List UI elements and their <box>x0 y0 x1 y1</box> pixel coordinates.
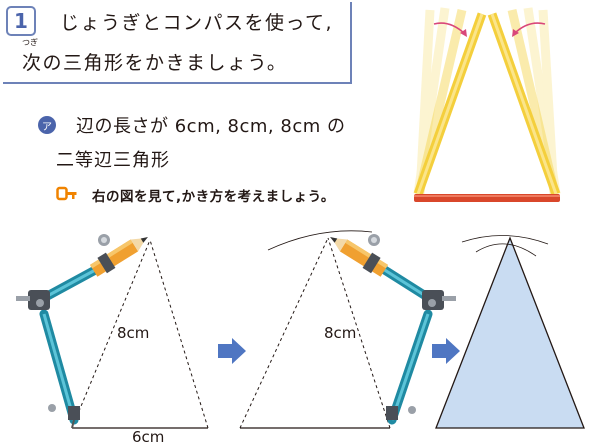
compass-right <box>330 234 456 425</box>
problem-number-badge: 1 <box>6 6 36 36</box>
ruby-reading: つぎ <box>22 38 38 47</box>
figure-step-2 <box>239 230 456 429</box>
side-length-label: 8cm <box>117 324 150 342</box>
side-length-label: 8cm <box>324 324 357 342</box>
figure-step-3 <box>435 235 585 429</box>
sticks-illustration <box>413 7 561 202</box>
problem-title-line1: じょうぎとコンパスを使って, <box>60 12 334 34</box>
sub-problem-badge: ア <box>38 116 56 134</box>
figure-step-1 <box>16 234 209 429</box>
problem-frame <box>3 2 352 84</box>
key-icon <box>56 186 77 201</box>
sub-problem-line1: 辺の長さが 6cm, 8cm, 8cm の <box>76 116 346 137</box>
isosceles-triangle <box>435 236 585 429</box>
compass-left <box>16 234 148 429</box>
hint-text: 右の図を見て,かき方を考えましょう。 <box>92 189 335 205</box>
base-length-label: 6cm <box>132 428 165 446</box>
arrow-right-icon <box>218 338 246 364</box>
arrow-right-icon <box>432 338 460 364</box>
problem-title-line2: 次の三角形をかきましょう。 <box>22 52 288 74</box>
sub-problem-line2: 二等辺三角形 <box>56 150 170 171</box>
